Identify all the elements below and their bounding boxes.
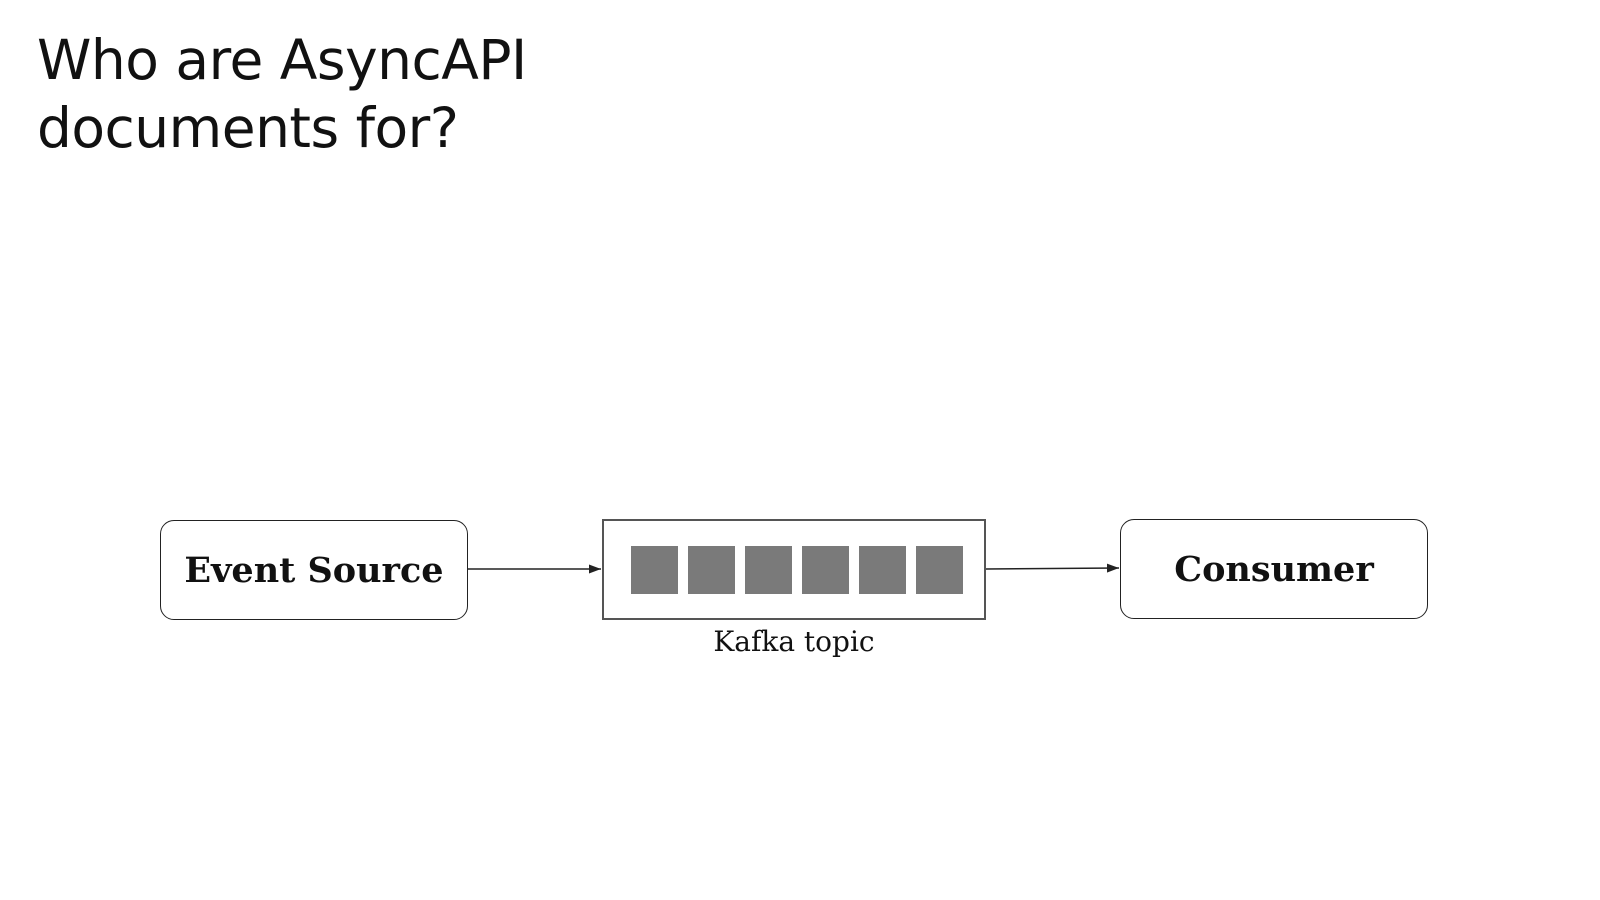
topic-message: [745, 545, 792, 594]
kafka-topic-label: Kafka topic: [713, 625, 875, 658]
arrow-topic-to-consumer: [985, 563, 1120, 573]
topic-message: [916, 545, 963, 594]
topic-message: [631, 545, 678, 594]
title-line-1: Who are AsyncAPI: [37, 28, 527, 92]
topic-message: [802, 545, 849, 594]
event-source-label: Event Source: [184, 549, 444, 591]
page-title: Who are AsyncAPI documents for?: [37, 26, 737, 162]
consumer-node: Consumer: [1120, 519, 1428, 619]
topic-message: [688, 545, 735, 594]
topic-message: [859, 545, 906, 594]
kafka-topic-box: [602, 519, 986, 620]
event-source-node: Event Source: [160, 520, 468, 620]
consumer-label: Consumer: [1174, 548, 1374, 590]
title-line-2: documents for?: [37, 96, 459, 160]
